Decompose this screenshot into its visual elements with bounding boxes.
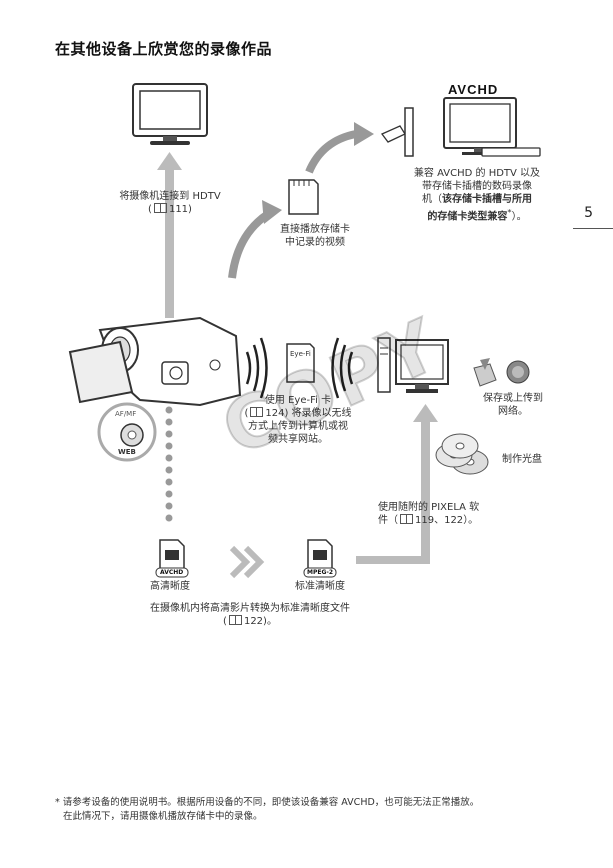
sd-file-icon bbox=[303, 539, 337, 578]
eyefi-description: 使用 Eye-Fi 卡 (124) 将录像以无线 方式上传到计算机或视 频共享网… bbox=[244, 395, 352, 445]
sd-card-icon bbox=[288, 179, 319, 215]
arrow-to-tv bbox=[157, 152, 182, 318]
disc-stack-icon bbox=[435, 433, 489, 475]
hdtv-connect-label: 将摄像机连接到 HDTV (111) bbox=[119, 191, 221, 215]
folder-download-icon bbox=[473, 358, 497, 387]
hd-label: 高清晰度 bbox=[150, 581, 190, 592]
camcorder-icon bbox=[68, 316, 242, 407]
save-upload-label: 保存或上传到 网络。 bbox=[483, 393, 543, 417]
book-icon bbox=[153, 203, 167, 213]
hd-file-icon bbox=[155, 539, 189, 578]
curve-arrow-head-2 bbox=[354, 122, 374, 146]
connector-line bbox=[356, 556, 430, 564]
card-insert-icon bbox=[380, 107, 414, 157]
curve-arrow-to-avchd bbox=[305, 130, 357, 174]
dotted-line bbox=[165, 406, 173, 522]
hd-card-tag: AVCHD bbox=[160, 569, 184, 576]
camera-button-top-label: AF/MF bbox=[115, 410, 137, 418]
wireless-waves-right bbox=[331, 337, 354, 399]
globe-icon bbox=[506, 360, 530, 384]
computer-icon bbox=[377, 337, 449, 393]
wireless-waves-left bbox=[245, 337, 268, 399]
avchd-description: 兼容 AVCHD 的 HDTV 以及 带存储卡插槽的数码录像 机（该存储卡插槽与… bbox=[413, 168, 541, 223]
avchd-tv-icon bbox=[443, 97, 541, 157]
book-icon bbox=[228, 615, 242, 625]
page-number: 5 bbox=[584, 205, 593, 221]
arrow-to-computer bbox=[413, 404, 438, 560]
eyefi-card-text: Eye-Fi bbox=[290, 350, 311, 358]
convert-description: 在摄像机内将高清影片转换为标准清晰度文件 (122)。 bbox=[150, 603, 350, 627]
camera-button-zoom bbox=[97, 402, 157, 462]
book-icon bbox=[250, 407, 264, 417]
avchd-logo: AVCHD bbox=[448, 82, 499, 97]
curve-arrow-to-card bbox=[228, 210, 271, 279]
sd-card-tag: MPEG-2 bbox=[307, 569, 334, 576]
page-rule bbox=[573, 228, 613, 229]
double-chevron-icon bbox=[229, 545, 265, 579]
eyefi-card-icon bbox=[286, 343, 315, 383]
make-disc-label: 制作光盘 bbox=[502, 454, 542, 465]
curve-arrow-head-1 bbox=[262, 200, 282, 224]
book-icon bbox=[400, 514, 413, 524]
pixela-label: 使用随附的 PIXELA 软 件（119、122）。 bbox=[378, 502, 480, 526]
footnote: * 请参考设备的使用说明书。根据所用设备的不同，即使该设备兼容 AVCHD，也可… bbox=[55, 797, 480, 822]
page-title: 在其他设备上欣赏您的录像作品 bbox=[55, 40, 273, 58]
camera-button-bottom-label: WEB bbox=[118, 448, 136, 456]
tv-icon bbox=[132, 83, 208, 145]
sd-label: 标准清晰度 bbox=[295, 581, 345, 592]
direct-play-label: 直接播放存储卡 中记录的视频 bbox=[280, 224, 350, 248]
